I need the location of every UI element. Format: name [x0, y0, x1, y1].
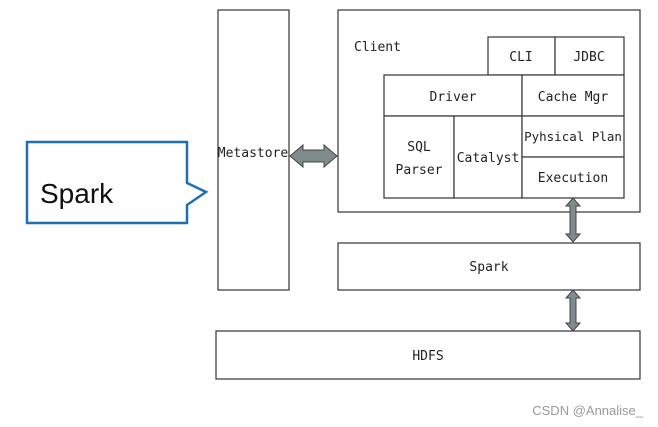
sql-parser-label-line1: SQL	[407, 140, 431, 155]
metastore-label: Metastore	[218, 146, 289, 161]
physical-plan-label: Pyhsical Plan	[524, 129, 622, 144]
catalyst-label: Catalyst	[457, 151, 520, 166]
jdbc-cell	[554, 36, 625, 76]
spark-layer-label: Spark	[469, 260, 508, 275]
execution-cell	[521, 156, 625, 199]
catalyst-cell	[453, 115, 523, 199]
callout-label: Spark	[40, 178, 114, 209]
spark-layer-box: Spark	[337, 242, 641, 291]
cache-mgr-label: Cache Mgr	[538, 90, 609, 105]
sql-parser-label-line2: Parser	[396, 163, 443, 178]
spark-hdfs-arrow	[564, 289, 582, 332]
metastore-client-arrow	[289, 143, 338, 169]
cli-cell	[487, 36, 556, 76]
driver-cell	[383, 74, 523, 117]
callout-shape	[25, 140, 209, 225]
cli-label: CLI	[509, 50, 532, 65]
execution-label: Execution	[538, 171, 608, 186]
spark-callout: Spark	[25, 140, 209, 225]
client-box: Client CLI JDBC Driver Cache Mgr SQL Par…	[337, 9, 641, 213]
watermark: CSDN @Annalise_	[532, 403, 644, 418]
hdfs-layer-box: HDFS	[215, 330, 641, 380]
metastore-box: Metastore	[217, 9, 290, 291]
sql-parser-cell	[383, 115, 455, 199]
jdbc-label: JDBC	[573, 50, 604, 65]
client-label: Client	[354, 40, 401, 55]
hdfs-layer-label: HDFS	[412, 349, 443, 364]
cache-mgr-cell	[521, 74, 625, 117]
client-spark-arrow	[564, 197, 582, 243]
driver-label: Driver	[430, 90, 477, 105]
physical-plan-cell	[521, 115, 625, 158]
